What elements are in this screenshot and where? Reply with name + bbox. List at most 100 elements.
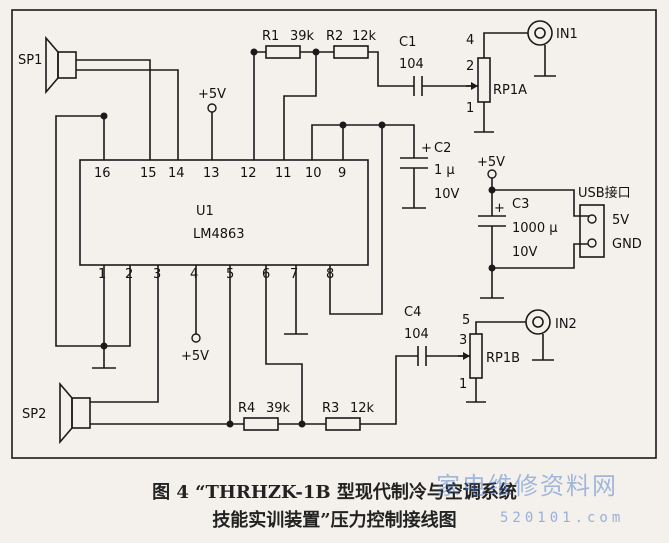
ic-pin-7: 7 xyxy=(290,267,298,282)
ic-pin-15: 15 xyxy=(140,166,157,181)
ic-pin-1: 1 xyxy=(98,267,106,282)
ic-pin-12: 12 xyxy=(240,166,257,181)
capacitor-c4-value: 104 xyxy=(404,327,429,342)
capacitor-c3-plus: + xyxy=(494,201,505,216)
input-in1-label: IN1 xyxy=(556,27,578,42)
rp1a-pin-1: 1 xyxy=(466,101,474,116)
speaker-sp1 xyxy=(45,35,77,95)
watermark-site-name: 家电维修资料网 xyxy=(436,472,618,500)
potentiometer-rp1b xyxy=(469,333,483,379)
input-in2-label: IN2 xyxy=(555,317,577,332)
resistor-r3 xyxy=(325,417,361,431)
wire-pin12 xyxy=(253,51,266,160)
speaker-sp1-label: SP1 xyxy=(18,53,42,68)
ic-pin-3: 3 xyxy=(153,267,161,282)
ic-pin-14: 14 xyxy=(168,166,185,181)
ic-u1-body xyxy=(79,159,369,266)
wire-rp1b-top xyxy=(475,321,526,334)
vcc-terminal-right xyxy=(487,169,497,179)
wire-pin10 xyxy=(311,124,382,160)
wire-rp1a-top xyxy=(483,32,528,58)
resistor-r1-name: R1 xyxy=(262,29,279,44)
node-pin16 xyxy=(100,112,108,120)
usb-pin-5v-label: 5V xyxy=(612,213,629,228)
vcc-label-right: +5V xyxy=(477,155,505,170)
wire-r2-c1 xyxy=(368,51,414,87)
potentiometer-rp1a xyxy=(477,57,491,103)
rp1a-label: RP1A xyxy=(493,83,527,98)
wire-pin3-sp2 xyxy=(90,265,159,403)
ic-pin-10: 10 xyxy=(305,166,322,181)
wire-r3-c4 xyxy=(360,355,418,425)
capacitor-c3 xyxy=(478,215,506,227)
ic-part-label: LM4863 xyxy=(193,227,245,242)
capacitor-c1-name: C1 xyxy=(399,35,416,50)
rp1b-arrowhead xyxy=(463,352,470,360)
usb-connector xyxy=(579,204,605,258)
resistor-r1-value: 39k xyxy=(290,29,315,44)
ic-pin-16: 16 xyxy=(94,166,111,181)
rp1b-pin-5: 5 xyxy=(462,313,470,328)
wire-pin8-c2 xyxy=(329,125,383,315)
wire-gnd-usb xyxy=(492,243,590,269)
capacitor-c2-voltage: 10V xyxy=(434,187,460,202)
speaker-sp2 xyxy=(59,381,91,445)
resistor-r1 xyxy=(265,45,301,59)
figure-caption-line1: 图 4 “THRHZK-1B 型现代制冷与空调系统 xyxy=(152,482,517,503)
resistor-r4 xyxy=(243,417,279,431)
rp1b-pin-1: 1 xyxy=(459,377,467,392)
resistor-r2 xyxy=(333,45,369,59)
speaker-sp2-label: SP2 xyxy=(22,407,46,422)
wire-sp1-to-pin15 xyxy=(76,59,151,160)
outer-frame xyxy=(11,9,657,459)
rp1b-pin-3: 3 xyxy=(459,333,467,348)
rp1b-label: RP1B xyxy=(486,351,520,366)
capacitor-c2 xyxy=(400,157,428,169)
watermark-url: 520101.com xyxy=(500,510,625,526)
vcc-label-top: +5V xyxy=(198,87,226,102)
input-jack-in2 xyxy=(525,309,554,361)
capacitor-c4-name: C4 xyxy=(404,305,421,320)
wire-sp1-to-pin14 xyxy=(76,69,179,160)
resistor-r4-value: 39k xyxy=(266,401,291,416)
node-pin10-pin9 xyxy=(339,121,347,129)
ic-bottom-pin-numbers: 1 2 3 4 5 6 7 8 xyxy=(98,267,334,282)
capacitor-c2-plus: + xyxy=(421,141,432,156)
capacitor-c1-value: 104 xyxy=(399,57,424,72)
wire-c2-node xyxy=(382,124,415,158)
usb-pin-gnd xyxy=(587,238,597,248)
resistor-r4-name: R4 xyxy=(238,401,255,416)
node-pin1-pin2 xyxy=(100,342,108,350)
usb-pin-gnd-label: GND xyxy=(612,237,642,252)
usb-title: USB接口 xyxy=(578,185,631,201)
wire-vcc-usb xyxy=(492,189,590,217)
capacitor-c2-value: 1 μ xyxy=(434,163,455,178)
wire-pin11 xyxy=(283,52,317,160)
ic-top-pin-numbers: 16 15 14 13 12 11 10 9 xyxy=(94,166,346,181)
capacitor-c1 xyxy=(413,76,423,96)
ic-pin-13: 13 xyxy=(203,166,220,181)
ic-pin-4: 4 xyxy=(190,267,198,282)
ic-pin-11: 11 xyxy=(275,166,292,181)
ic-pin-2: 2 xyxy=(125,267,133,282)
vcc-terminal-bottom xyxy=(191,333,201,343)
figure-caption-line2: 技能实训装置”压力控制接线图 xyxy=(212,510,457,531)
input-jack-in1 xyxy=(527,20,556,77)
capacitor-c3-voltage: 10V xyxy=(512,245,538,260)
capacitor-c2-name: C2 xyxy=(434,141,451,156)
resistor-r2-value: 12k xyxy=(352,29,377,44)
vcc-terminal-top xyxy=(207,103,217,113)
rp1a-pin-2: 2 xyxy=(466,59,474,74)
node-pin12 xyxy=(250,48,258,56)
vcc-label-bottom: +5V xyxy=(181,349,209,364)
wire-pin6 xyxy=(265,265,303,424)
ic-name-label: U1 xyxy=(196,204,214,219)
capacitor-c3-name: C3 xyxy=(512,197,529,212)
capacitor-c3-value: 1000 μ xyxy=(512,221,558,236)
rp1a-arrowhead xyxy=(471,82,478,90)
resistor-r3-value: 12k xyxy=(350,401,375,416)
wire-pin16-loop xyxy=(55,115,105,347)
ic-pin-9: 9 xyxy=(338,166,346,181)
usb-pin-5v xyxy=(587,214,597,224)
